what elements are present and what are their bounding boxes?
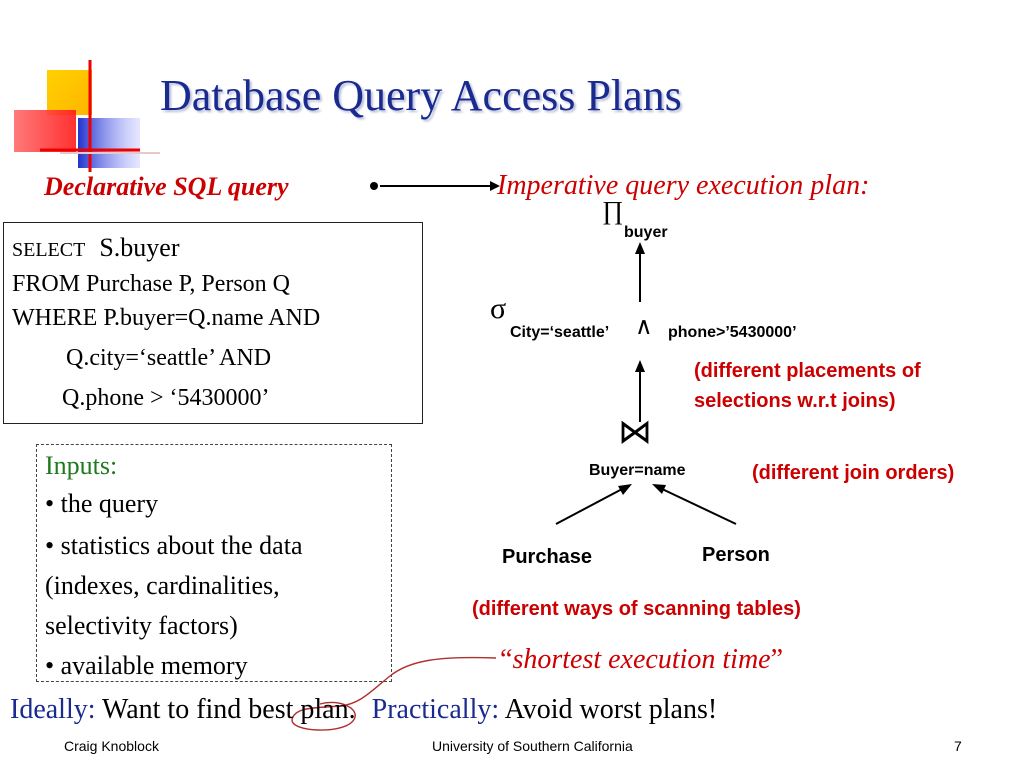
inputs-box: Inputs: • the query • statistics about t…	[36, 444, 392, 682]
selection-symbol: σ	[490, 292, 507, 325]
plan-tree-edges	[555, 242, 737, 525]
practically-text: Avoid worst plans!	[499, 694, 718, 725]
join-symbol: ⋈	[618, 414, 652, 451]
inputs-item: (indexes, cardinalities,	[45, 571, 280, 600]
projection-symbol: ∏	[602, 196, 624, 225]
inputs-item: selectivity factors)	[45, 611, 238, 640]
footer-author: Craig Knoblock	[64, 738, 159, 754]
edge-arrow-icon	[659, 487, 737, 525]
sql-query-box: SELECT S.buyer FROM Purchase P, Person Q…	[3, 222, 423, 424]
sql-select-keyword: SELECT	[12, 239, 86, 261]
practically-label: Practically:	[371, 694, 500, 725]
sql-from-line: FROM Purchase P, Person Q	[12, 271, 291, 297]
edge-arrow-icon	[555, 487, 625, 525]
declarative-label: Declarative SQL query	[44, 172, 289, 201]
quote-open: “	[500, 644, 513, 675]
selection-condition-2: phone>’5430000’	[668, 324, 797, 341]
note-join-orders: (different join orders)	[752, 462, 955, 484]
sql-city-line: Q.city=‘seattle’ AND	[66, 345, 272, 371]
ideally-text: Want to find best plan.	[95, 694, 356, 725]
imperative-label: Imperative query execution plan:	[497, 170, 870, 201]
bottom-sentence: Ideally: Want to find best plan. Practica…	[10, 694, 717, 726]
inputs-item: • statistics about the data	[45, 531, 303, 560]
left-table: Purchase	[502, 546, 593, 568]
sql-select-target: S.buyer	[99, 233, 180, 262]
slide-logo	[0, 0, 1000, 175]
and-symbol: ∧	[635, 314, 653, 340]
sql-select-line: SELECT S.buyer	[12, 233, 180, 263]
sql-phone-line: Q.phone > ‘5430000’	[62, 385, 270, 411]
note-selection-placement-2: selections w.r.t joins)	[694, 390, 896, 412]
shortest-text: shortest execution time	[512, 644, 771, 675]
footer-institution: University of Southern California	[432, 738, 633, 754]
projection-attribute: buyer	[624, 224, 668, 241]
selection-condition-1: City=‘seattle’	[510, 324, 610, 341]
inputs-heading: Inputs:	[45, 451, 118, 480]
logo-graphic	[14, 60, 1000, 172]
inputs-item: • available memory	[45, 651, 248, 680]
slide-title: Database Query Access Plans	[160, 71, 682, 120]
join-condition: Buyer=name	[589, 462, 686, 479]
note-selection-placement-1: (different placements of	[694, 360, 921, 382]
quote-close: ”	[770, 644, 784, 675]
ideally-label: Ideally:	[10, 694, 96, 725]
footer-page-number: 7	[954, 738, 962, 754]
annotation-loop-icon	[291, 656, 497, 731]
sql-where-line: WHERE P.buyer=Q.name AND	[12, 305, 321, 331]
right-table: Person	[702, 544, 770, 566]
connector-arrow-icon	[370, 181, 500, 191]
note-scanning: (different ways of scanning tables)	[472, 598, 801, 620]
note-shortest-time: “shortest execution time”	[500, 644, 783, 676]
inputs-item: • the query	[45, 489, 159, 518]
